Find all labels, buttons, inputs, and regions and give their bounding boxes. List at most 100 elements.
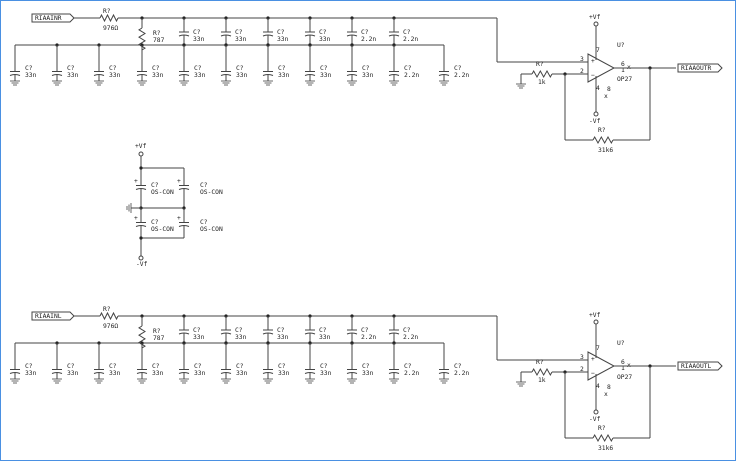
cap-value: 33n <box>319 334 331 341</box>
cap-ref: C? <box>235 29 243 36</box>
opamp-pin-number: 1 <box>621 365 625 372</box>
cap-value: 33n <box>25 72 37 79</box>
cap-ref: C? <box>109 363 117 370</box>
cap-value: 33n <box>277 334 289 341</box>
output-net-flag <box>677 361 723 371</box>
opamp-pin-number: 8 <box>607 86 611 93</box>
opamp-pin-number: 4 <box>596 383 600 390</box>
supply-terminal <box>593 409 599 415</box>
cap-polarity: + <box>134 215 138 222</box>
resistor-zigzag <box>592 135 614 145</box>
opamp-pin-number: 7 <box>596 47 600 54</box>
cap-ref: C? <box>320 363 328 370</box>
cap-ref: C? <box>25 363 33 370</box>
series-resistor-value: 976Ω <box>103 323 118 330</box>
cap-value: 33n <box>319 36 331 43</box>
cap-ref: C? <box>200 182 208 189</box>
supply-terminal <box>138 151 144 157</box>
opamp-plus-sign: + <box>591 356 595 363</box>
supply-terminal <box>593 111 599 117</box>
no-connect-mark: x <box>604 93 608 100</box>
series-resistor-ref: R? <box>103 8 111 15</box>
opamp-pin-number: 1 <box>621 67 625 74</box>
cap-value: 33n <box>25 370 37 377</box>
cap-ref: C? <box>404 65 412 72</box>
cap-ref: C? <box>277 29 285 36</box>
cap-value: 33n <box>362 72 374 79</box>
cap-ref: C? <box>277 327 285 334</box>
cap-value: 33n <box>193 36 205 43</box>
cap-value: 2.2n <box>361 334 376 341</box>
supply-pos-label: +Vf <box>589 312 601 319</box>
opamp-pin-number: 4 <box>596 85 600 92</box>
cap-ref: C? <box>193 29 201 36</box>
cap-ref: C? <box>151 219 159 226</box>
cap-value: 33n <box>236 370 248 377</box>
cap-ref: C? <box>319 327 327 334</box>
opamp-pin-number: 6 <box>621 359 625 366</box>
cap-value: 33n <box>320 370 332 377</box>
cap-ref: C? <box>152 363 160 370</box>
cap-value: 33n <box>152 72 164 79</box>
cap-value: 2.2n <box>454 370 469 377</box>
input-resistor-ref: R? <box>536 61 544 68</box>
cap-value: OS-CON <box>200 189 223 196</box>
resistor-zigzag <box>99 311 119 321</box>
cap-ref: C? <box>152 65 160 72</box>
no-connect-mark: x <box>604 391 608 398</box>
resistor-zigzag <box>99 13 119 23</box>
cap-value: 2.2n <box>403 36 418 43</box>
input-resistor-value: 1k <box>538 79 546 86</box>
cap-polarity: + <box>177 215 181 222</box>
cap-ref: C? <box>403 29 411 36</box>
resistor-zigzag <box>138 325 146 349</box>
cap-value: OS-CON <box>151 189 174 196</box>
opamp-pin-number: 8 <box>607 384 611 391</box>
cap-value: 2.2n <box>403 334 418 341</box>
decoupling-block: +Vf-Vf++C?OS-CONC?OS-CON++C?OS-CONC?OS-C… <box>126 143 223 268</box>
cap-ref: C? <box>362 65 370 72</box>
cap-ref: C? <box>193 327 201 334</box>
cap-value: 33n <box>194 72 206 79</box>
opamp-refdes: U? <box>617 42 625 49</box>
resistor-zigzag <box>138 27 146 51</box>
cap-ref: C? <box>236 363 244 370</box>
cap-value: OS-CON <box>200 226 223 233</box>
feedback-resistor-ref: R? <box>598 425 606 432</box>
input-net-flag <box>31 311 75 321</box>
supply-terminal <box>593 21 599 27</box>
opamp-pin-number: 2 <box>580 366 584 373</box>
supply-neg-label: -Vf <box>136 261 148 268</box>
cap-value: 33n <box>235 334 247 341</box>
cap-value: 2.2n <box>404 370 419 377</box>
cap-ref: C? <box>235 327 243 334</box>
input-resistor-value: 1k <box>538 377 546 384</box>
shunt-resistor-value: 787 <box>153 37 165 44</box>
cap-value: 2.2n <box>454 72 469 79</box>
cap-value: 33n <box>320 72 332 79</box>
opamp-pin-number: 6 <box>621 61 625 68</box>
cap-ref: C? <box>404 363 412 370</box>
shunt-resistor-ref: R? <box>153 30 161 37</box>
cap-value: 33n <box>278 72 290 79</box>
cap-value: 33n <box>152 370 164 377</box>
cap-value: 33n <box>67 370 79 377</box>
cap-value: 33n <box>193 334 205 341</box>
opamp-minus-sign: − <box>591 72 595 79</box>
opamp-plus-sign: + <box>591 58 595 65</box>
resistor-zigzag <box>531 367 553 377</box>
cap-ref: C? <box>25 65 33 72</box>
cap-value: 33n <box>109 72 121 79</box>
cap-ref: C? <box>151 182 159 189</box>
junction-dot <box>139 236 143 240</box>
opamp-part: OP27 <box>617 76 632 83</box>
opamp-pin-number: 2 <box>580 68 584 75</box>
opamp-pin-number: 3 <box>580 354 584 361</box>
cap-ref: C? <box>109 65 117 72</box>
supply-neg-label: -Vf <box>589 416 601 423</box>
cap-ref: C? <box>403 327 411 334</box>
cap-value: OS-CON <box>151 226 174 233</box>
cap-value: 2.2n <box>404 72 419 79</box>
cap-ref: C? <box>67 65 75 72</box>
